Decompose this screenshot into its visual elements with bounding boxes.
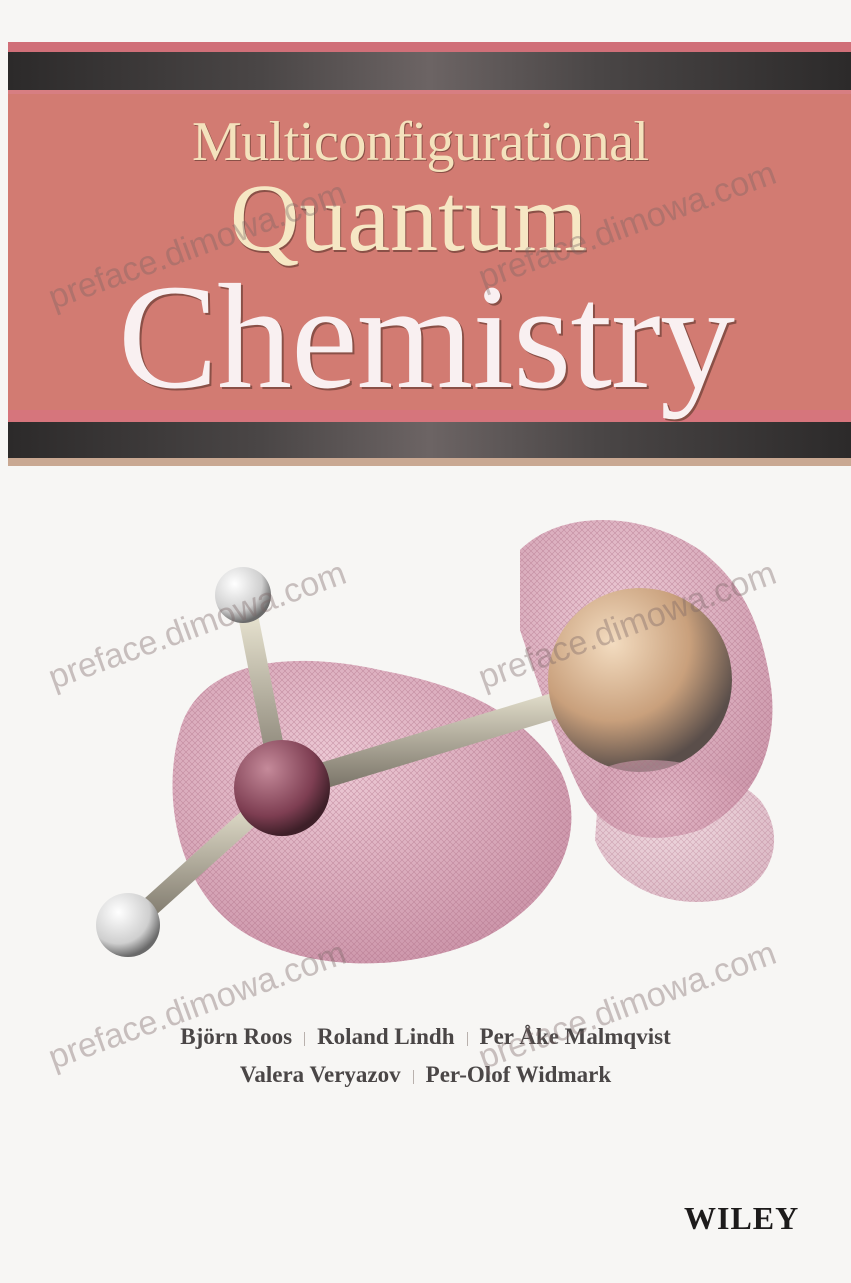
author-separator [412,1069,414,1084]
molecule-orbital-illustration [96,520,775,964]
title-line-1: Multiconfigurational [192,111,649,173]
author-name: Per-Olof Widmark [425,1062,612,1087]
top-dark-band [8,52,851,90]
author-name: Per Åke Malmqvist [479,1024,671,1049]
title-band [8,94,851,410]
title-line-2: Quantum [230,164,588,271]
author-separator [304,1031,306,1046]
authors-row-1: Björn Roos Roland Lindh Per Åke Malmqvist [0,1024,851,1050]
top-pink-stripe [8,42,851,52]
author-name: Valera Veryazov [239,1062,401,1087]
author-name: Roland Lindh [317,1024,455,1049]
author-name: Björn Roos [180,1024,293,1049]
thin-stripe [8,458,851,466]
title-line-3: Chemistry [118,254,735,420]
thin-stripe [8,90,851,94]
author-separator [466,1031,468,1046]
bottom-dark-band [8,422,851,458]
authors-row-2: Valera Veryazov Per-Olof Widmark [0,1062,851,1088]
thin-stripe [8,410,851,422]
publisher-logo: WILEY [684,1200,800,1236]
